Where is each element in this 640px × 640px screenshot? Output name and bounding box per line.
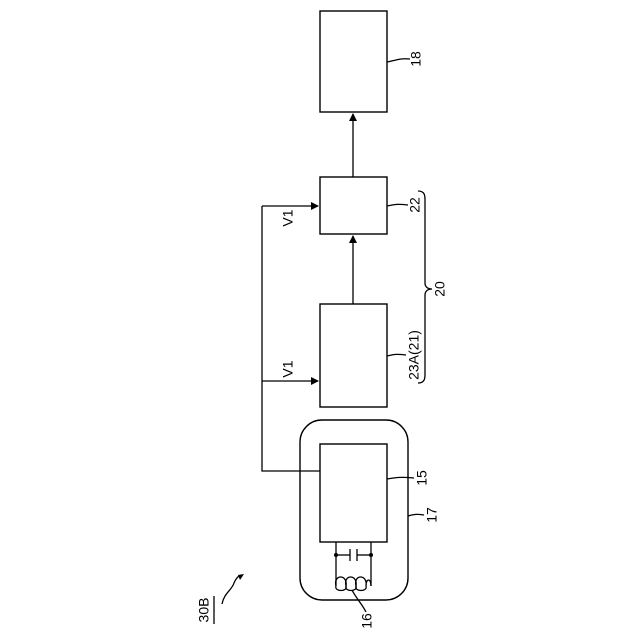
label-22: 22 [407,197,423,213]
label-23a-21: 23A(21) [406,330,422,380]
leader-18 [387,59,410,62]
ref-leader [222,575,241,604]
label-v1-lower: V1 [280,360,296,377]
label-30b: 30B [196,598,212,623]
label-v1-upper: V1 [280,209,296,226]
label-16: 16 [359,613,375,629]
label-20: 20 [432,281,448,297]
block-22 [320,177,387,234]
block-18 [320,11,387,112]
label-18: 18 [408,51,424,67]
leader-17 [408,514,424,516]
leader-23a [387,354,406,356]
label-15: 15 [414,470,430,486]
block-23a-21 [320,304,387,407]
figure-ref-30b: 30B [196,574,244,624]
sensor-15 [320,444,387,542]
label-17: 17 [424,507,440,523]
leader-22 [387,204,408,206]
